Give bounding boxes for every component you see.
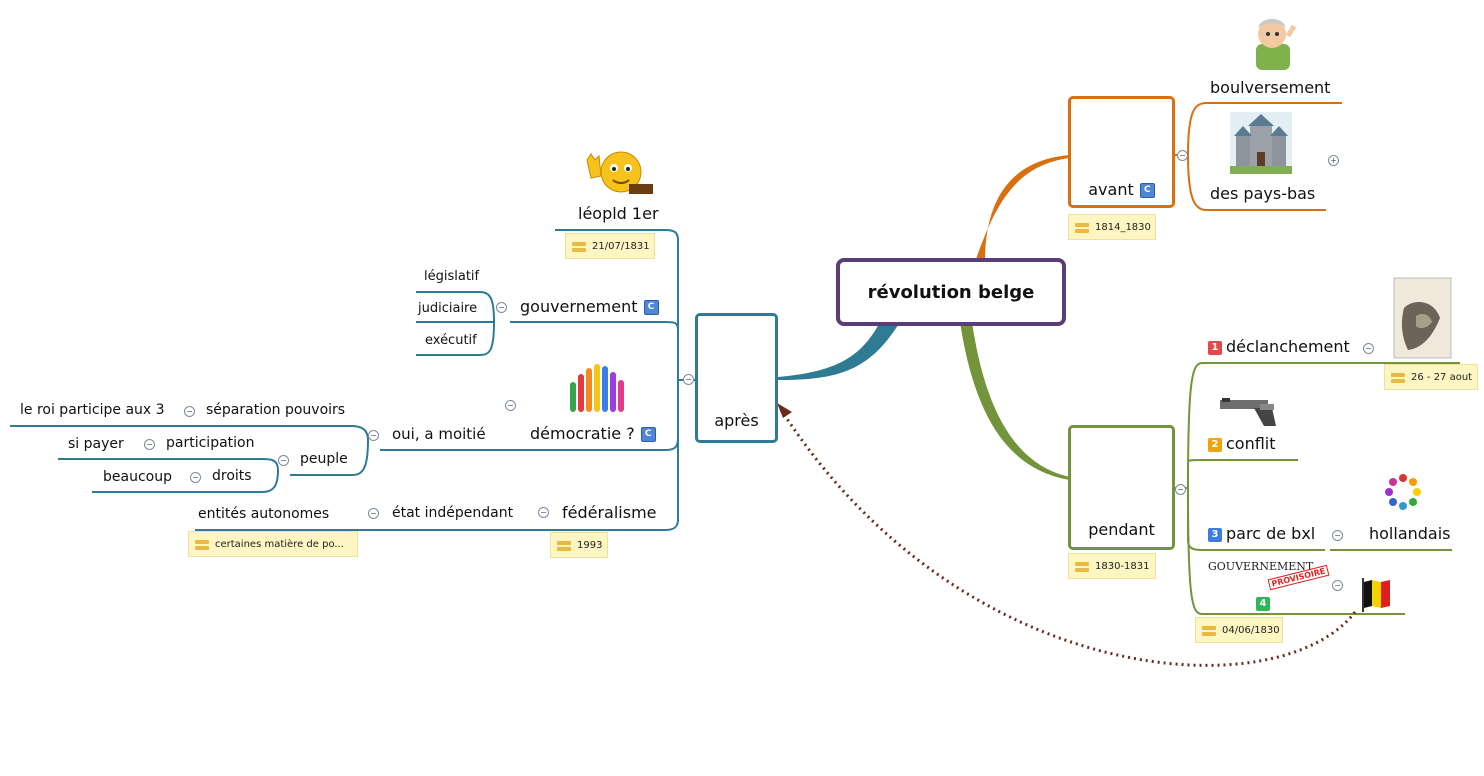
topic-democratie-label: démocratie ? bbox=[530, 424, 635, 443]
relationship-arrow bbox=[778, 407, 1357, 667]
raised-hands-icon bbox=[570, 364, 624, 412]
collapse-toggle[interactable]: − bbox=[144, 439, 155, 450]
topic-democratie[interactable]: démocratie ? C bbox=[530, 424, 656, 443]
concept-badge[interactable]: C bbox=[643, 300, 659, 315]
note-entites-autonomes[interactable]: certaines matière de po... bbox=[188, 531, 358, 557]
collapse-toggle[interactable]: − bbox=[184, 406, 195, 417]
priority-badge: 2 bbox=[1208, 437, 1222, 452]
people-circle-icon bbox=[1385, 474, 1421, 510]
collapse-toggle[interactable]: − bbox=[1177, 150, 1188, 161]
collapse-toggle[interactable]: − bbox=[368, 508, 379, 519]
concept-badge[interactable]: C bbox=[1139, 183, 1155, 198]
topic-declanchement-label: déclanchement bbox=[1226, 337, 1350, 356]
central-topic[interactable]: révolution belge bbox=[836, 258, 1066, 326]
expand-toggle[interactable]: + bbox=[1328, 155, 1339, 166]
collapse-toggle[interactable]: − bbox=[505, 400, 516, 411]
topic-legislatif[interactable]: législatif bbox=[424, 269, 480, 284]
topic-avant[interactable]: avant C bbox=[1068, 96, 1175, 208]
central-topic-label: révolution belge bbox=[867, 281, 1035, 303]
castle-icon bbox=[1230, 112, 1292, 174]
pistol-icon bbox=[1220, 398, 1276, 426]
collapse-toggle[interactable]: − bbox=[368, 430, 379, 441]
topic-gouvernement-label: gouvernement bbox=[520, 297, 638, 316]
topic-judiciaire[interactable]: judiciaire bbox=[418, 301, 478, 316]
topic-leopld-1er[interactable]: léopld 1er bbox=[578, 204, 659, 223]
note-gouvernement-date[interactable]: 04/06/1830 bbox=[1195, 617, 1283, 643]
collapse-toggle[interactable]: − bbox=[278, 455, 289, 466]
topic-avant-label: avant bbox=[1088, 180, 1134, 199]
topic-si-payer[interactable]: si payer bbox=[68, 436, 124, 452]
topic-parc-de-bxl-label: parc de bxl bbox=[1226, 524, 1316, 543]
topic-entites-autonomes[interactable]: entités autonomes bbox=[198, 506, 330, 522]
topic-oui-a-moitie[interactable]: oui, a moitié bbox=[392, 425, 486, 443]
priority-badge: 1 bbox=[1208, 340, 1222, 355]
note-pendant-date[interactable]: 1830-1831 bbox=[1068, 553, 1156, 579]
collapse-toggle[interactable]: − bbox=[496, 302, 507, 313]
branch-avant-curve bbox=[975, 155, 1070, 262]
topic-gouvernement[interactable]: gouvernement C bbox=[520, 297, 659, 316]
collapse-toggle[interactable]: − bbox=[1332, 580, 1343, 591]
apres-connectors bbox=[10, 229, 695, 531]
collapse-toggle[interactable]: − bbox=[1332, 530, 1343, 541]
topic-declanchement[interactable]: 1 déclanchement bbox=[1208, 337, 1350, 356]
collapse-toggle[interactable]: − bbox=[683, 374, 694, 385]
topic-separation-pouvoirs[interactable]: séparation pouvoirs bbox=[206, 402, 346, 418]
gouvernement-provisoire-image-text: GOUVERNEMENT bbox=[1208, 560, 1314, 573]
collapse-toggle[interactable]: − bbox=[190, 472, 201, 483]
topic-conflit-label: conflit bbox=[1226, 434, 1276, 453]
topic-droits[interactable]: droits bbox=[212, 468, 252, 484]
topic-executif[interactable]: exécutif bbox=[425, 333, 477, 348]
priority-badge: 3 bbox=[1208, 527, 1222, 542]
topic-apres[interactable]: après bbox=[695, 313, 778, 443]
pendant-connectors bbox=[1175, 362, 1460, 615]
topic-beaucoup[interactable]: beaucoup bbox=[103, 469, 172, 485]
collapse-toggle[interactable]: − bbox=[1363, 343, 1374, 354]
topic-federalisme[interactable]: fédéralisme bbox=[562, 503, 657, 522]
note-federalisme-date[interactable]: 1993 bbox=[550, 532, 608, 558]
topic-conflit[interactable]: 2 conflit bbox=[1208, 434, 1276, 453]
belgian-flag-icon bbox=[1362, 578, 1390, 612]
concept-badge[interactable]: C bbox=[640, 427, 656, 442]
collapse-toggle[interactable]: − bbox=[1175, 484, 1186, 495]
topic-des-pays-bas[interactable]: des pays-bas bbox=[1210, 184, 1316, 203]
topic-peuple[interactable]: peuple bbox=[300, 451, 348, 467]
topic-boulversement[interactable]: boulversement bbox=[1210, 78, 1331, 97]
smiley-icon bbox=[586, 151, 653, 194]
relationship-arrowhead bbox=[777, 403, 792, 418]
branch-pendant-curve bbox=[960, 322, 1070, 480]
topic-participation[interactable]: participation bbox=[166, 435, 255, 451]
topic-le-roi-participe[interactable]: le roi participe aux 3 bbox=[20, 402, 165, 418]
topic-pendant[interactable]: pendant bbox=[1068, 425, 1175, 550]
topic-hollandais[interactable]: hollandais bbox=[1369, 524, 1451, 543]
topic-apres-label: après bbox=[714, 411, 759, 430]
note-declanchement-date[interactable]: 26 - 27 aout bbox=[1384, 364, 1478, 390]
painting-icon bbox=[1393, 277, 1452, 359]
collapse-toggle[interactable]: − bbox=[538, 507, 549, 518]
note-leopld-date[interactable]: 21/07/1831 bbox=[565, 233, 655, 259]
branch-apres-curve bbox=[778, 322, 900, 380]
note-avant-date[interactable]: 1814_1830 bbox=[1068, 214, 1156, 240]
thinking-person-icon bbox=[1256, 19, 1297, 70]
topic-pendant-label: pendant bbox=[1088, 520, 1155, 539]
topic-parc-de-bxl[interactable]: 3 parc de bxl bbox=[1208, 524, 1315, 543]
priority-badge: 4 bbox=[1256, 597, 1270, 611]
topic-etat-independant[interactable]: état indépendant bbox=[392, 505, 514, 521]
